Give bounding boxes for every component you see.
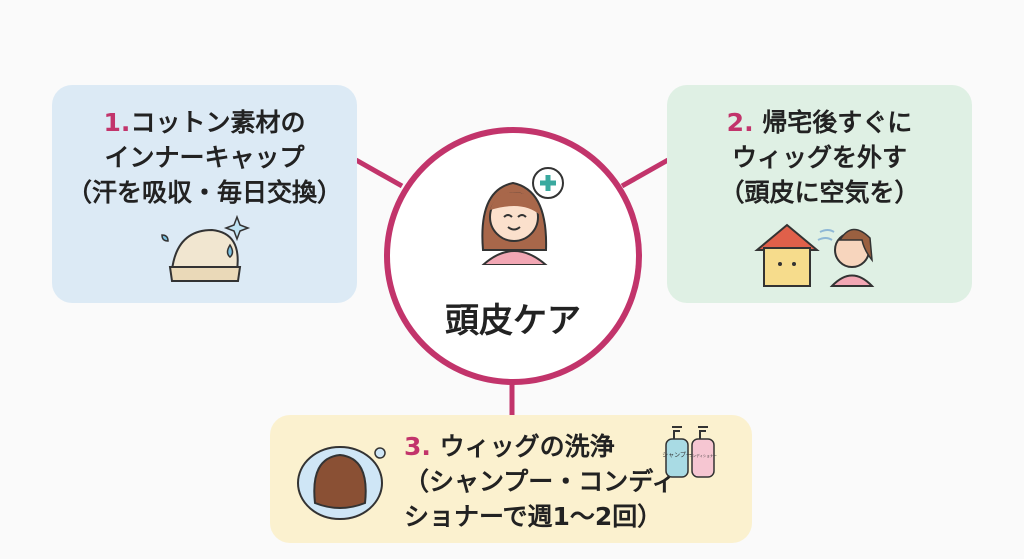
step-2-card: 2. 帰宅後すぐに ウィッグを外す （頭皮に空気を）: [667, 85, 972, 303]
step-1-text: 1.コットン素材の インナーキャップ （汗を吸収・毎日交換）: [52, 105, 357, 210]
step-number: 1.: [103, 108, 131, 137]
connector-right: [620, 157, 670, 189]
step-line: インナーキャップ: [104, 143, 305, 172]
step-line: 帰宅後すぐに: [762, 108, 913, 137]
inner-cap-icon: [161, 215, 251, 282]
step-line: ウィッグの洗浄: [439, 432, 615, 461]
connector-left: [354, 157, 404, 189]
conditioner-label: コンディショナー: [689, 453, 717, 458]
smiling-person-icon: [481, 167, 564, 265]
step-line: ウィッグを外す: [731, 143, 907, 172]
home-and-person-icon: [754, 223, 875, 287]
step-line: ショナーで週1〜2回）: [404, 502, 663, 531]
step-1-card: 1.コットン素材の インナーキャップ （汗を吸収・毎日交換）: [52, 85, 357, 303]
step-line: コットン素材の: [130, 108, 306, 137]
step-3-text: 3. ウィッグの洗浄 （シャンプー・コンディ ショナーで週1〜2回）: [404, 429, 677, 534]
washing-wig-icon: [297, 446, 386, 520]
center-hub: 頭皮ケア: [384, 127, 642, 385]
step-line: （シャンプー・コンディ: [404, 467, 677, 496]
step-3-card: 3. ウィッグの洗浄 （シャンプー・コンディ ショナーで週1〜2回） シャンプー…: [270, 415, 752, 543]
step-number: 3.: [404, 432, 431, 461]
shampoo-label: シャンプー: [662, 452, 692, 459]
center-title: 頭皮ケア: [445, 301, 581, 341]
step-2-text: 2. 帰宅後すぐに ウィッグを外す （頭皮に空気を）: [667, 105, 972, 210]
step-line: （汗を吸収・毎日交換）: [66, 178, 342, 207]
step-number: 2.: [726, 108, 754, 137]
step-line: （頭皮に空気を）: [719, 178, 920, 207]
shampoo-conditioner-bottles-icon: シャンプー コンディショナー: [662, 426, 717, 478]
